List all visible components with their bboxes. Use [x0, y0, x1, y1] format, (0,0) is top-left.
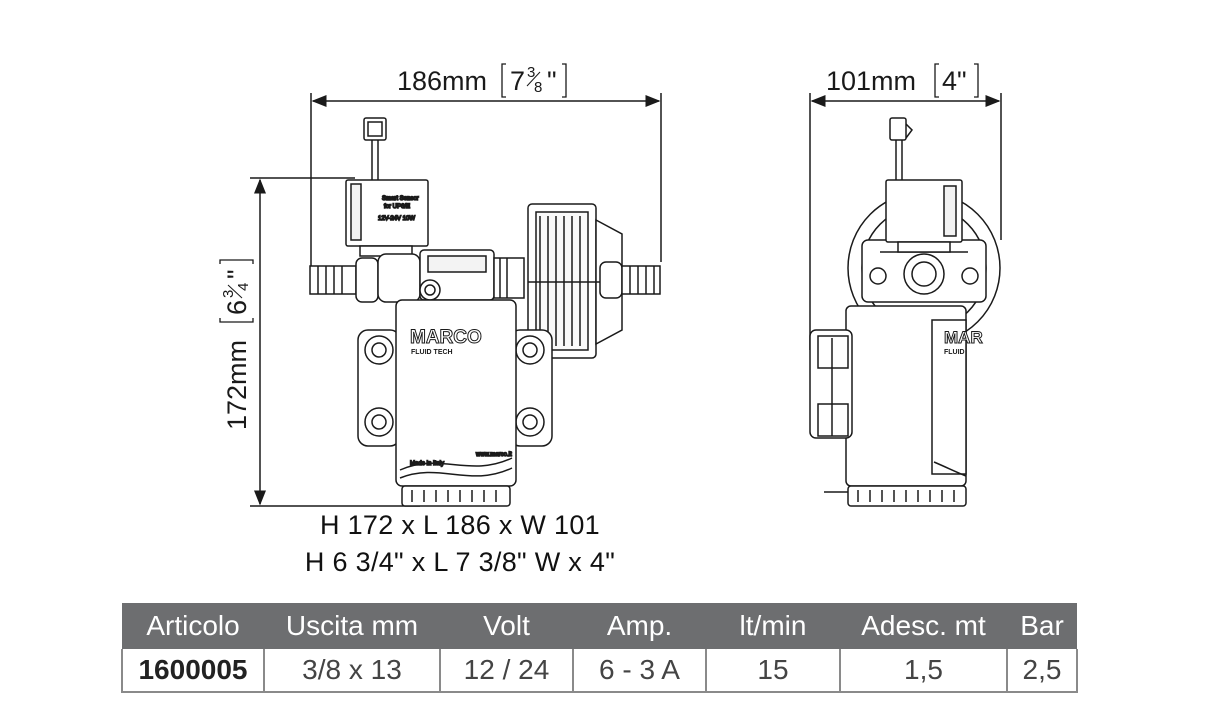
svg-text:4": 4" — [942, 66, 967, 96]
cell-bar: 2,5 — [1006, 649, 1078, 693]
svg-text:MAR: MAR — [944, 328, 983, 347]
svg-text:": " — [547, 66, 557, 96]
svg-text:MARCO: MARCO — [410, 327, 482, 348]
header-volt: Volt — [440, 603, 573, 649]
height-label: 172mm 6 3 4 " — [219, 259, 254, 430]
spec-table-header: Articolo Uscita mm Volt Amp. lt/min Ades… — [122, 603, 1077, 649]
front-width-dimension — [310, 93, 662, 290]
svg-text:8: 8 — [534, 79, 542, 96]
cell-amp: 6 - 3 A — [572, 649, 707, 693]
svg-text:6: 6 — [222, 300, 252, 315]
svg-text:172mm: 172mm — [222, 340, 252, 430]
header-lt-min: lt/min — [706, 603, 840, 649]
svg-text:3: 3 — [527, 64, 535, 81]
cell-adesc: 1,5 — [839, 649, 1008, 693]
header-uscita: Uscita mm — [264, 603, 440, 649]
header-articolo: Articolo — [122, 603, 264, 649]
height-dimension — [250, 177, 420, 507]
svg-text:4: 4 — [235, 283, 252, 291]
pump-front-view: Smart Sensor for UP6/E 12V-24V 10W — [309, 117, 661, 507]
svg-text:186mm: 186mm — [397, 66, 487, 96]
cell-lt-min: 15 — [705, 649, 841, 693]
front-width-label: 186mm 7 3 8 " — [397, 63, 567, 98]
header-amp: Amp. — [573, 603, 706, 649]
svg-text:FLUID TECH: FLUID TECH — [411, 349, 453, 356]
side-width-dimension — [809, 93, 1002, 350]
cell-articolo: 1600005 — [121, 649, 265, 693]
cell-uscita: 3/8 x 13 — [263, 649, 441, 693]
svg-text:101mm: 101mm — [826, 66, 916, 96]
svg-text:3: 3 — [220, 290, 237, 298]
spec-table: Articolo Uscita mm Volt Amp. lt/min Ades… — [121, 603, 1078, 693]
table-row: 1600005 3/8 x 13 12 / 24 6 - 3 A 15 1,5 … — [121, 649, 1078, 693]
svg-text:Smart Sensor: Smart Sensor — [382, 196, 419, 202]
dimensions-caption-metric: H 172 x L 186 x W 101 — [320, 510, 600, 540]
header-adesc: Adesc. mt — [840, 603, 1007, 649]
svg-text:Made in Italy: Made in Italy — [410, 461, 444, 467]
brand-logo-front: MARCO FLUID TECH — [410, 327, 483, 357]
svg-text:FLUID: FLUID — [944, 349, 965, 356]
svg-text:7: 7 — [510, 66, 525, 96]
technical-drawing: 186mm 7 3 8 " 172mm 6 3 4 " Smart Sensor… — [219, 63, 1002, 507]
pump-side-view — [809, 117, 1001, 507]
svg-text:12V-24V 10W: 12V-24V 10W — [378, 216, 415, 222]
svg-text:": " — [222, 269, 252, 279]
svg-text:for UP6/E: for UP6/E — [384, 204, 410, 210]
side-width-label: 101mm 4" — [826, 63, 979, 98]
header-bar: Bar — [1007, 603, 1077, 649]
brand-logo-side: MAR FLUID — [944, 328, 984, 357]
svg-text:www.marco.it: www.marco.it — [475, 452, 512, 458]
cell-volt: 12 / 24 — [439, 649, 574, 693]
dimensions-caption-imperial: H 6 3/4" x L 7 3/8" W x 4" — [304, 547, 616, 577]
